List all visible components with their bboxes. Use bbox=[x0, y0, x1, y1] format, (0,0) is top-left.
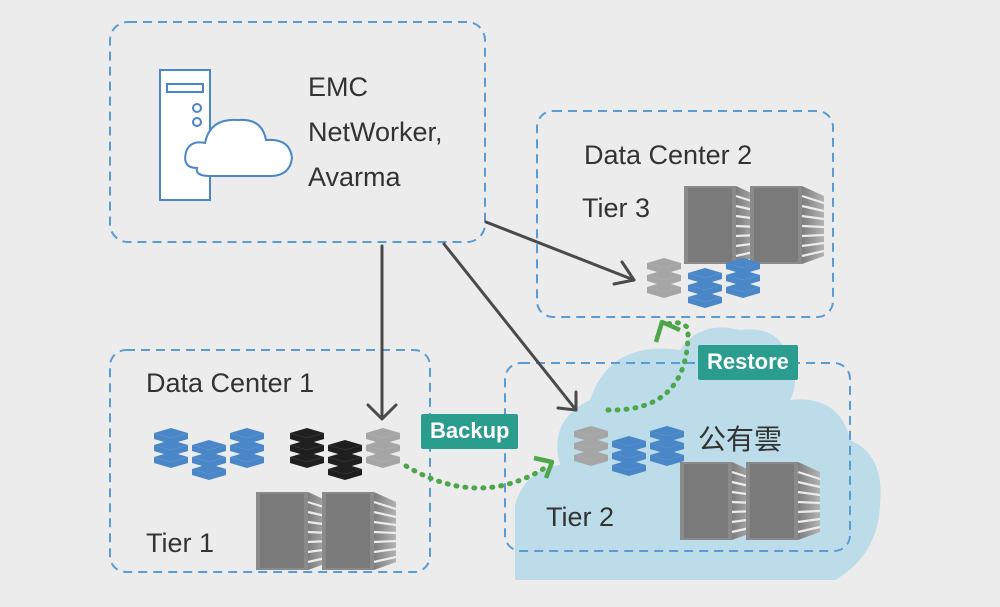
data-center-1-title: Data Center 1 bbox=[146, 368, 315, 398]
backup-label: Backup bbox=[421, 414, 519, 449]
disk-stack-icon bbox=[726, 258, 760, 298]
restore-flow bbox=[605, 320, 691, 413]
server-rack-icon bbox=[684, 186, 824, 264]
disk-stack-icon bbox=[688, 268, 722, 308]
disk-stack-icon bbox=[612, 436, 646, 476]
deploy-arrows bbox=[366, 220, 636, 421]
disk-stack-icon bbox=[574, 426, 608, 466]
server-rack-icon bbox=[256, 492, 396, 570]
data-center-2-tier: Tier 3 bbox=[582, 193, 651, 223]
product-box bbox=[109, 21, 486, 243]
public-cloud-tier: Tier 2 bbox=[546, 502, 615, 532]
data-center-1-box bbox=[109, 349, 431, 573]
product-name-line-3: Avarma bbox=[308, 162, 401, 192]
data-center-2-box bbox=[536, 110, 834, 318]
product-name-line-2: NetWorker, bbox=[308, 117, 443, 147]
disk-stack-icon bbox=[328, 440, 362, 480]
restore-label: Restore bbox=[698, 345, 798, 380]
public-cloud-title: 公有雲 bbox=[698, 423, 783, 456]
restore-arrowhead bbox=[653, 319, 681, 343]
disk-stack-icon bbox=[647, 258, 681, 298]
disk-stack-icon bbox=[366, 428, 400, 468]
disk-stack-icon bbox=[290, 428, 324, 468]
public-cloud-box bbox=[504, 362, 851, 552]
backup-flow bbox=[403, 463, 551, 491]
data-center-1-tier: Tier 1 bbox=[146, 528, 215, 558]
disk-stack-icon bbox=[154, 428, 188, 468]
server-cloud-icon bbox=[159, 69, 294, 201]
disk-stack-icon bbox=[192, 440, 226, 480]
product-name-line-1: EMC bbox=[308, 72, 368, 102]
backup-arrowhead bbox=[533, 455, 555, 479]
disk-stack-icon bbox=[650, 426, 684, 466]
server-rack-icon bbox=[680, 462, 820, 540]
data-center-2-title: Data Center 2 bbox=[584, 140, 753, 170]
disk-stack-icon bbox=[230, 428, 264, 468]
